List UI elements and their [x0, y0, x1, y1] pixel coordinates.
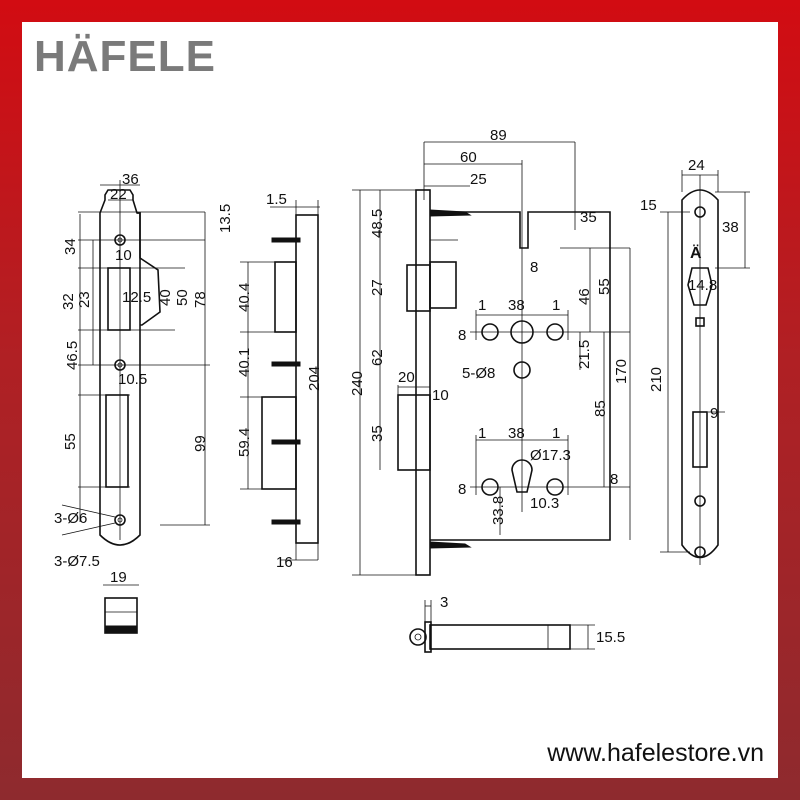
dim-label: 27	[369, 279, 386, 296]
dim-label: 204	[306, 366, 323, 391]
dim-label: 62	[369, 349, 386, 366]
dim-label: 40	[157, 289, 174, 306]
dim-label: 89	[490, 127, 507, 144]
dim-label: 46.5	[64, 341, 81, 370]
lock-body-dimensions: 89 60 25 35 48.5 8 46 55 27 1 38 1 8 21.…	[349, 127, 630, 525]
faceplate-logo-mark: Ä	[690, 244, 702, 262]
dim-label: 50	[174, 289, 191, 306]
dim-label: 55	[62, 433, 79, 450]
dim-label: 10.3	[530, 495, 559, 512]
dim-label: 1	[552, 297, 560, 314]
dim-label: 1.5	[266, 191, 287, 208]
dim-label: 8	[610, 471, 618, 488]
dim-label: 3-Ø7.5	[54, 553, 100, 570]
dim-label: 19	[110, 569, 127, 586]
dim-label: 24	[688, 157, 705, 174]
dim-label: 210	[648, 367, 665, 392]
dim-label: 40.1	[236, 348, 253, 377]
hafele-logo: HÄFELE	[34, 32, 216, 81]
dim-label: 21.5	[576, 340, 593, 369]
catalog-frame: HÄFELE	[22, 22, 778, 778]
dim-label: 38	[508, 425, 525, 442]
dim-label: 20	[398, 369, 415, 386]
latch-bolt-dimensions: 3 15.5	[440, 594, 625, 646]
dim-label: 38	[508, 297, 525, 314]
dim-label: 48.5	[369, 209, 386, 238]
faceplate-drawing: Ä	[660, 170, 750, 565]
dim-label: 40.4	[236, 283, 253, 312]
dim-label: Ø17.3	[530, 447, 571, 464]
dim-label: 15.5	[596, 629, 625, 646]
dim-label: 10	[432, 387, 449, 404]
dim-label: 14.8	[688, 277, 717, 294]
dim-label: 5-Ø8	[462, 365, 495, 382]
dim-label: 8	[530, 259, 538, 276]
dim-label: 23	[76, 291, 93, 308]
dim-label: 8	[458, 481, 466, 498]
dim-label: 55	[596, 278, 613, 295]
dim-label: 3	[440, 594, 448, 611]
dim-label: 3-Ø6	[54, 510, 87, 527]
dim-label: 12.5	[122, 289, 151, 306]
dim-label: 1	[478, 425, 486, 442]
dim-label: 240	[349, 371, 366, 396]
side-view-drawing	[240, 200, 320, 561]
strike-plate-drawing	[61, 180, 210, 634]
technical-drawing: Ä 36 22 13.5 34 10 32 23 12.5 40 50 78 4…	[54, 127, 750, 653]
dim-label: 1	[478, 297, 486, 314]
dim-label: 15	[640, 197, 657, 214]
dim-label: 13.5	[217, 204, 234, 233]
dim-label: 10	[115, 247, 132, 264]
dim-label: 38	[722, 219, 739, 236]
dim-label: 170	[613, 359, 630, 384]
dim-label: 36	[122, 171, 139, 188]
dim-label: 59.4	[236, 428, 253, 457]
strike-plate-dimensions: 36 22 13.5 34 10 32 23 12.5 40 50 78 46.…	[54, 171, 234, 586]
lock-body-drawing	[352, 141, 631, 653]
dim-label: 99	[192, 435, 209, 452]
dim-label: 9	[710, 405, 718, 422]
dim-label: 33.8	[490, 496, 507, 525]
dim-label: 8	[458, 327, 466, 344]
dim-label: 60	[460, 149, 477, 166]
dim-label: 32	[60, 293, 77, 310]
dim-label: 85	[592, 400, 609, 417]
faceplate-dimensions: 24 15 38 14.8 210 9	[640, 157, 739, 422]
dim-label: 16	[276, 554, 293, 571]
dim-label: 1	[552, 425, 560, 442]
dim-label: 78	[192, 291, 209, 308]
dim-label: 10.5	[118, 371, 147, 388]
dim-label: 35	[580, 209, 597, 226]
dim-label: 34	[62, 238, 79, 255]
dim-label: 25	[470, 171, 487, 188]
store-website: www.hafelestore.vn	[547, 739, 764, 767]
dim-label: 22	[110, 186, 127, 203]
dim-label: 35	[369, 425, 386, 442]
dim-label: 46	[576, 288, 593, 305]
side-view-dimensions: 1.5 40.4 204 40.1 59.4 16	[236, 191, 323, 571]
